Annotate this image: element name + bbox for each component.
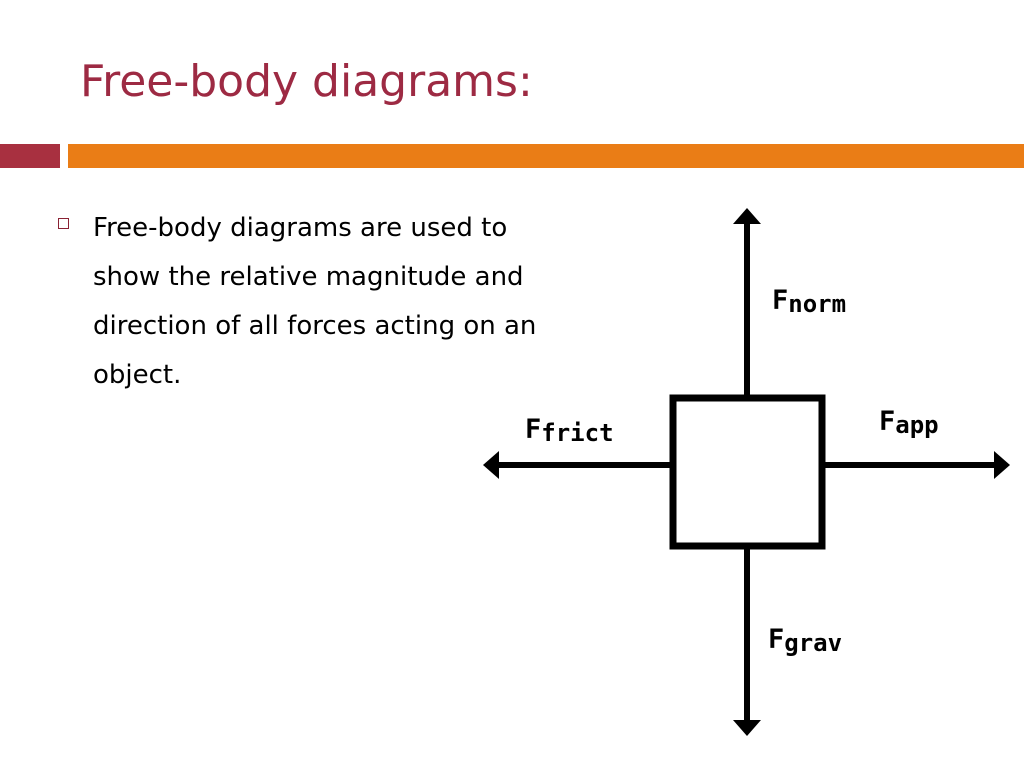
slide-title: Free-body diagrams: — [80, 56, 533, 107]
title-accent-bar-right — [68, 144, 1024, 168]
applied-force-label: Fapp — [879, 406, 939, 439]
title-accent-bar-left — [0, 144, 60, 168]
normal-force-label: Fnorm — [772, 285, 846, 318]
gravity-force-label: Fgrav — [768, 624, 842, 657]
bullet-item-text: Free-body diagrams are used to show the … — [93, 213, 537, 390]
bullet-list: Free-body diagrams are used to show the … — [58, 204, 536, 400]
friction-force-label: Ffrict — [525, 414, 614, 447]
friction-force-arrow — [483, 451, 673, 479]
object-box — [669, 394, 826, 550]
normal-force-arrow — [733, 208, 761, 398]
applied-force-arrow — [822, 451, 1010, 479]
hollow-square-bullet-icon — [58, 218, 69, 229]
gravity-force-arrow — [733, 546, 761, 736]
